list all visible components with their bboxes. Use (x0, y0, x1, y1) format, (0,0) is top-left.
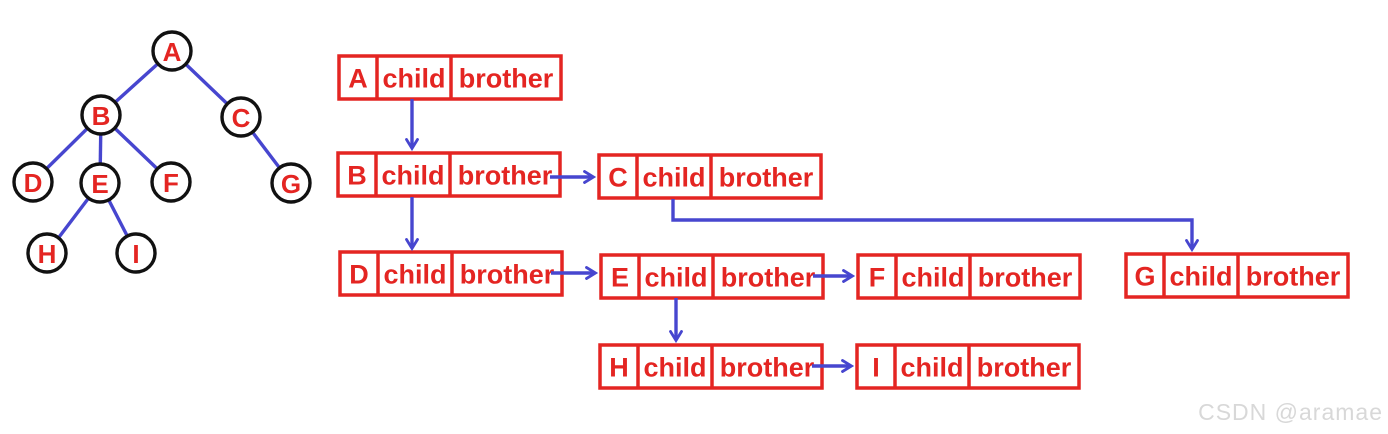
tree-node-label-B: B (92, 101, 111, 131)
tree-node-circle-A (151, 30, 193, 72)
record-letter-H: H (609, 353, 629, 383)
record-child-field-H: child (643, 353, 706, 383)
tree-node-circle-C (220, 96, 262, 138)
record-letter-B: B (347, 161, 367, 191)
record-brother-field-C: brother (719, 163, 814, 193)
tree-node-label-E: E (91, 169, 108, 199)
tree-node-circle-B (80, 94, 122, 136)
tree-node-D: D (12, 161, 54, 203)
record-brother-field-A: brother (459, 64, 554, 94)
tree-node-E: E (79, 162, 121, 204)
tree-node-I: I (115, 232, 157, 274)
record-child-field-A: child (382, 64, 445, 94)
tree-node-label-C: C (232, 103, 251, 133)
record-letter-E: E (611, 263, 629, 293)
record-child-field-E: child (644, 263, 707, 293)
record-child-field-F: child (901, 263, 964, 293)
tree-node-label-D: D (24, 168, 43, 198)
tree-node-A: A (151, 30, 193, 72)
csdn-watermark: CSDN @aramae (1198, 399, 1383, 425)
record-brother-field-H: brother (720, 353, 815, 383)
record-child-field-B: child (381, 161, 444, 191)
arrow-c-child-to-g (671, 199, 1199, 253)
record-child-field-G: child (1169, 262, 1232, 292)
pointer-arrows (405, 99, 1199, 373)
record-brother-field-D: brother (460, 260, 555, 290)
tree-edges (31, 49, 293, 255)
tree-node-H: H (26, 232, 68, 274)
tree-node-B: B (80, 94, 122, 136)
record-brother-field-G: brother (1246, 262, 1341, 292)
tree-node-label-A: A (163, 37, 182, 67)
record-child-field-C: child (642, 163, 705, 193)
record-letter-G: G (1134, 262, 1155, 292)
record-letter-I: I (872, 353, 880, 383)
tree-node-label-G: G (281, 169, 301, 199)
record-letter-D: D (349, 260, 369, 290)
record-brother-field-B: brother (458, 161, 553, 191)
tree-node-F: F (150, 161, 192, 203)
tree-node-circle-E (79, 162, 121, 204)
record-letter-F: F (869, 263, 886, 293)
tree-nodes: A B C D E F G H I (12, 30, 312, 274)
record-child-field-I: child (900, 353, 963, 383)
tree-node-circle-D (12, 161, 54, 203)
tree-node-C: C (220, 96, 262, 138)
record-letter-C: C (608, 163, 628, 193)
record-child-field-D: child (383, 260, 446, 290)
record-letter-A: A (348, 64, 368, 94)
record-brother-field-I: brother (977, 353, 1072, 383)
tree-node-label-I: I (132, 239, 139, 269)
tree-node-label-F: F (163, 168, 179, 198)
tree-node-circle-I (115, 232, 157, 274)
record-brother-field-F: brother (978, 263, 1073, 293)
tree-node-circle-H (26, 232, 68, 274)
tree-node-G: G (270, 162, 312, 204)
record-brother-field-E: brother (721, 263, 816, 293)
tree-node-circle-F (150, 161, 192, 203)
tree-node-label-H: H (38, 239, 57, 269)
tree-node-circle-G (270, 162, 312, 204)
